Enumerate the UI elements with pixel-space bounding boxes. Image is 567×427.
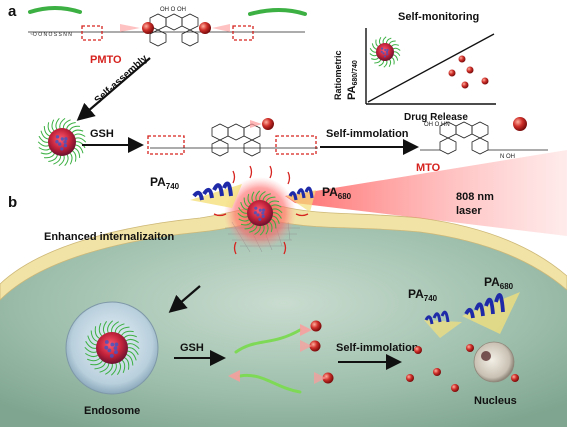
pmto-label: PMTO	[90, 54, 122, 66]
mto-molecules-in-cell	[406, 344, 519, 392]
self-immolation-label-a: Self-immolation	[326, 128, 409, 140]
mto-ball-icon	[513, 117, 527, 131]
chart-title: Self-monitoring	[398, 11, 479, 23]
nucleus	[473, 341, 515, 383]
chart-trend-line	[367, 33, 495, 103]
self-immolation-label-b: Self-immolation	[336, 342, 419, 354]
released-polymer-chains	[228, 324, 312, 394]
pa740-label-right: PA740	[408, 287, 438, 303]
chart-drug-dot	[481, 77, 489, 85]
heated-nanoparticle-icon	[237, 190, 283, 236]
self-assembly-arrow	[76, 57, 151, 121]
pa740-label-top: PA740	[150, 175, 180, 191]
pmto-polymer-structure: OH O OH ~O O N O S S N N	[28, 6, 307, 47]
heat-wave-icon	[213, 165, 309, 255]
svg-text:~O O N O S S N N: ~O O N O S S N N	[30, 32, 72, 38]
chart-ylabel-line1: Ratiometric	[333, 50, 343, 100]
chart-drug-dot	[448, 69, 456, 77]
drug-ball-icon	[262, 118, 274, 130]
endosome-nanoparticle-icon	[84, 320, 140, 376]
nanoparticle-icon	[37, 117, 87, 167]
laser-beam	[285, 150, 567, 236]
chart-nanoparticle-icon	[369, 36, 401, 68]
laser-wavelength: 808 nm	[456, 191, 494, 203]
svg-text:OH O OH: OH O OH	[160, 7, 186, 13]
panel-a-letter: a	[8, 3, 17, 20]
internalization-arrow	[168, 285, 201, 313]
internalization-label: Enhanced internalizaiton	[44, 231, 174, 243]
laser-label: laser	[456, 205, 482, 217]
nucleus-label: Nucleus	[474, 395, 517, 407]
pa680-label-right: PA680	[484, 275, 514, 291]
mto-molecule-structure	[420, 121, 548, 155]
pa680-label-top: PA680	[322, 185, 352, 201]
pa740-wave-icon	[190, 181, 242, 208]
pa-signal-waves-right	[424, 292, 520, 338]
released-drug-balls	[300, 320, 334, 384]
panel-b-letter: b	[8, 194, 17, 211]
pa680-wave-icon	[286, 186, 316, 212]
svg-text:OH O HN: OH O HN	[424, 122, 450, 128]
gsh-label-b: GSH	[180, 342, 204, 354]
self-monitoring-chart: Self-monitoring Ratiometric PA680/740 Dr…	[333, 11, 496, 123]
endosome-label: Endosome	[84, 405, 140, 417]
chart-drug-dot	[461, 81, 469, 89]
chart-ylabel-main: PA680/740	[346, 60, 359, 100]
mto-label: MTO	[416, 162, 441, 174]
intermediate-molecule-structure	[147, 123, 318, 157]
gsh-label-a: GSH	[90, 128, 114, 140]
chart-xlabel: Drug Release	[404, 112, 468, 123]
chart-drug-dot	[458, 55, 466, 63]
svg-text:N OH: N OH	[500, 154, 515, 160]
cell-membrane	[0, 204, 567, 301]
chart-drug-dot	[466, 66, 474, 74]
